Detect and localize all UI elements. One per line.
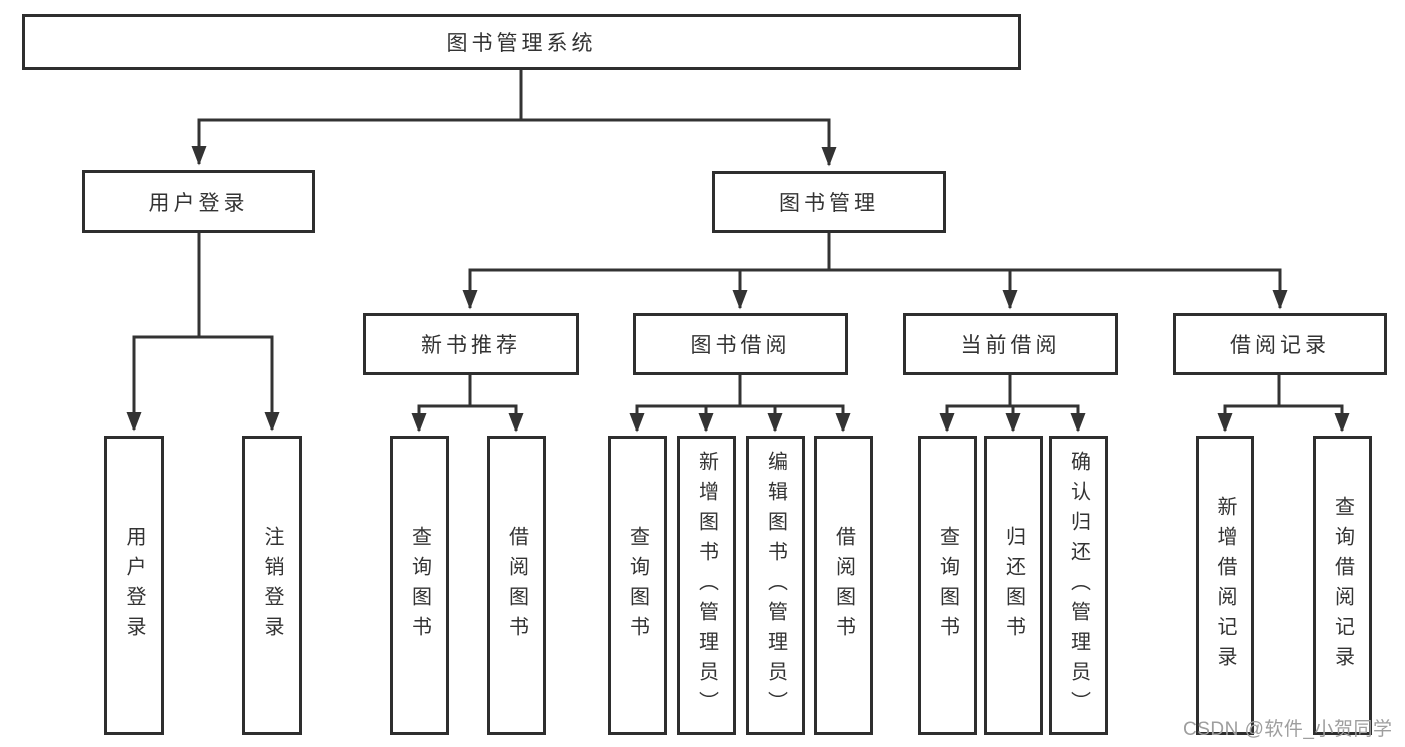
- node-leaf-user-login: 用户登录: [104, 436, 164, 735]
- node-new-book-recommend: 新书推荐: [363, 313, 579, 375]
- node-leaf-logout-login: 注销登录: [242, 436, 302, 735]
- node-book-borrowing: 图书借阅: [633, 313, 848, 375]
- node-borrow-records: 借阅记录: [1173, 313, 1387, 375]
- node-cb-return-books: 归还图书: [984, 436, 1043, 735]
- node-book-management: 图书管理: [712, 171, 946, 233]
- csdn-watermark: CSDN @软件_小贺同学: [1183, 719, 1393, 740]
- node-nb-query-books: 查询图书: [390, 436, 449, 735]
- node-bb-add-books-admin: 新增图书（管理员）: [677, 436, 736, 735]
- node-br-query-record: 查询借阅记录: [1313, 436, 1372, 735]
- node-br-add-record: 新增借阅记录: [1196, 436, 1254, 735]
- node-bb-query-books: 查询图书: [608, 436, 667, 735]
- node-current-borrowing: 当前借阅: [903, 313, 1118, 375]
- node-cb-query-books: 查询图书: [918, 436, 977, 735]
- node-user-login: 用户登录: [82, 170, 315, 233]
- node-library-system: 图书管理系统: [22, 14, 1021, 70]
- node-nb-borrow-books: 借阅图书: [487, 436, 546, 735]
- node-bb-edit-books-admin: 编辑图书（管理员）: [746, 436, 805, 735]
- node-bb-borrow-books: 借阅图书: [814, 436, 873, 735]
- node-cb-confirm-return-admin: 确认归还（管理员）: [1049, 436, 1108, 735]
